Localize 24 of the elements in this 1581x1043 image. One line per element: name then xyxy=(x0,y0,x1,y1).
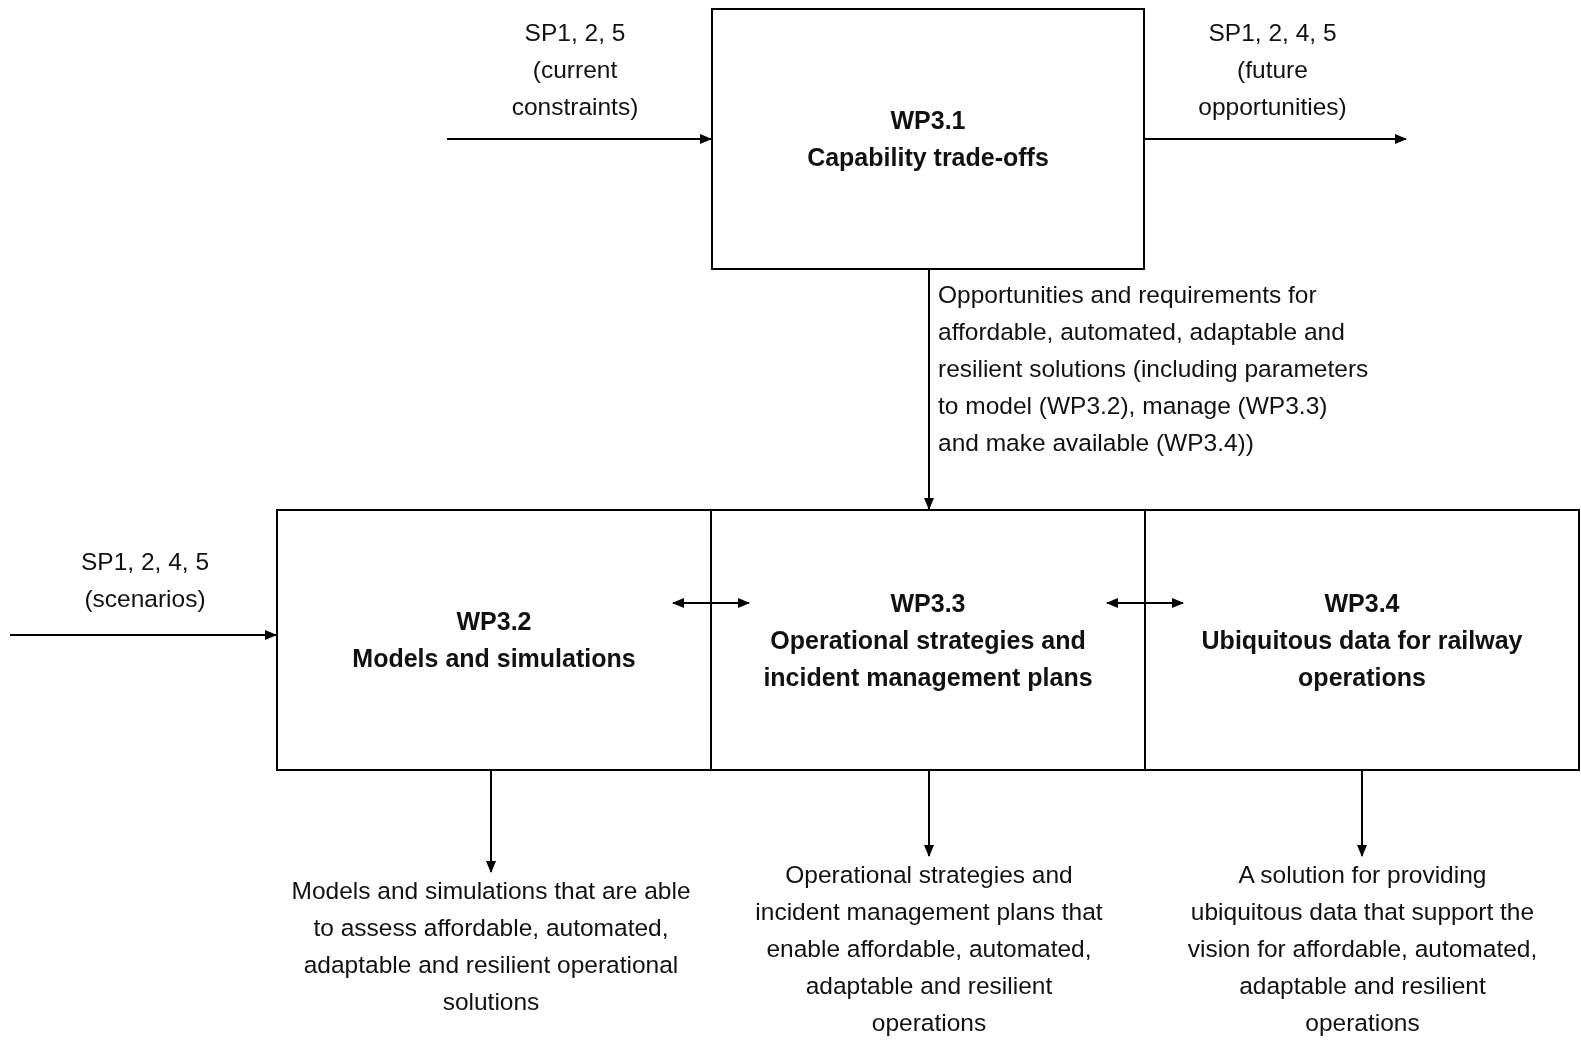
arrow xyxy=(924,770,934,857)
arrow xyxy=(446,134,712,144)
output-text: A solution for providing ubiquitous data that support the vision for affordable, automated, adaptable and resilient operations xyxy=(1186,860,1539,1038)
box-title: Capability trade-offs xyxy=(807,142,1049,173)
output-text: Operational strategies and incident management plans that enable affordable, automated, adaptable and resilient operations xyxy=(754,860,1104,1038)
arrow xyxy=(672,598,750,608)
box-title: WP3.2 xyxy=(456,606,532,637)
output-text: Models and simulations that are able to assess affordable, automated, adaptable and resilient operational solutions xyxy=(291,876,691,1017)
arrow xyxy=(1106,598,1184,608)
process-box xyxy=(710,509,1146,771)
process-box xyxy=(276,509,712,771)
arrow xyxy=(9,630,277,640)
box-title: Ubiquitous data for railway operations xyxy=(1200,624,1524,693)
box-title: WP3.1 xyxy=(890,105,966,136)
arrow xyxy=(1357,770,1367,857)
box-title: WP3.4 xyxy=(1324,587,1400,619)
process-box xyxy=(711,8,1145,270)
arrow xyxy=(486,770,496,873)
box-title: Models and simulations xyxy=(352,643,636,674)
process-box xyxy=(1144,509,1580,771)
box-title: WP3.3 xyxy=(890,587,966,619)
arrow xyxy=(1144,134,1407,144)
box-title: Operational strategies and incident management plans xyxy=(762,624,1094,693)
arrow xyxy=(924,269,934,510)
